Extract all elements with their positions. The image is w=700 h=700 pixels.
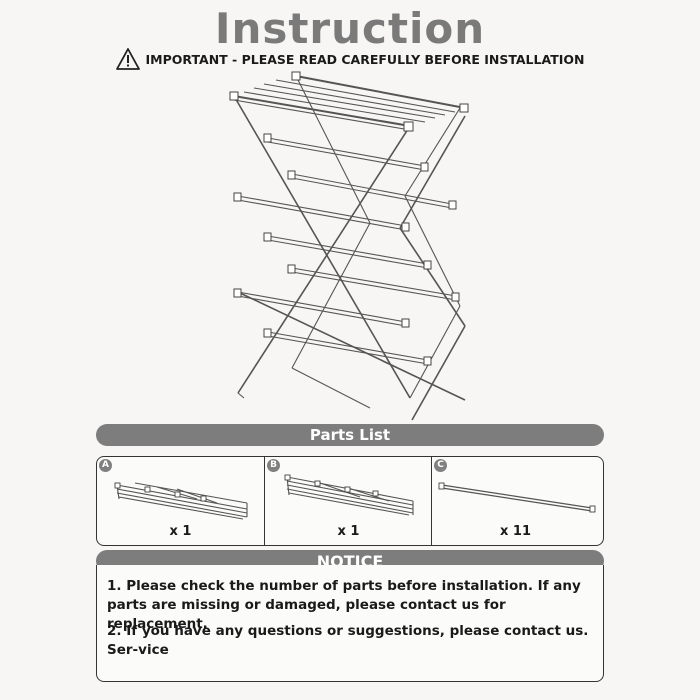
drying-rack-illustration [229, 71, 469, 421]
page-title: Instruction [214, 4, 486, 53]
part-quantity: x 1 [169, 524, 192, 539]
part-a: A x 1 [97, 457, 264, 545]
folded-frame-icon [114, 482, 248, 520]
notice-item: 2. If you have any questions or suggesti… [107, 623, 589, 658]
warning-text: IMPORTANT - PLEASE READ CAREFULLY BEFORE… [145, 51, 585, 67]
part-b: B x 1 [264, 457, 432, 545]
part-letter: C [434, 459, 447, 472]
notice-box: 1. Please check the number of parts befo… [96, 565, 604, 682]
warning-triangle-icon [115, 48, 140, 70]
parts-list: A x 1 B [96, 456, 604, 546]
part-letter: B [267, 459, 280, 472]
part-quantity: x 11 [499, 524, 531, 539]
part-quantity: x 1 [337, 524, 360, 539]
parts-list-banner: Parts List [96, 424, 604, 446]
part-letter: A [99, 459, 112, 472]
parts-list-heading: Parts List [309, 426, 391, 444]
folded-frame-icon [284, 474, 414, 516]
rod-icon [438, 482, 596, 513]
notice-item: 1. Please check the number of parts befo… [107, 578, 581, 632]
warning-line: IMPORTANT - PLEASE READ CAREFULLY BEFORE… [0, 48, 700, 70]
part-c: C x 11 [431, 457, 599, 545]
